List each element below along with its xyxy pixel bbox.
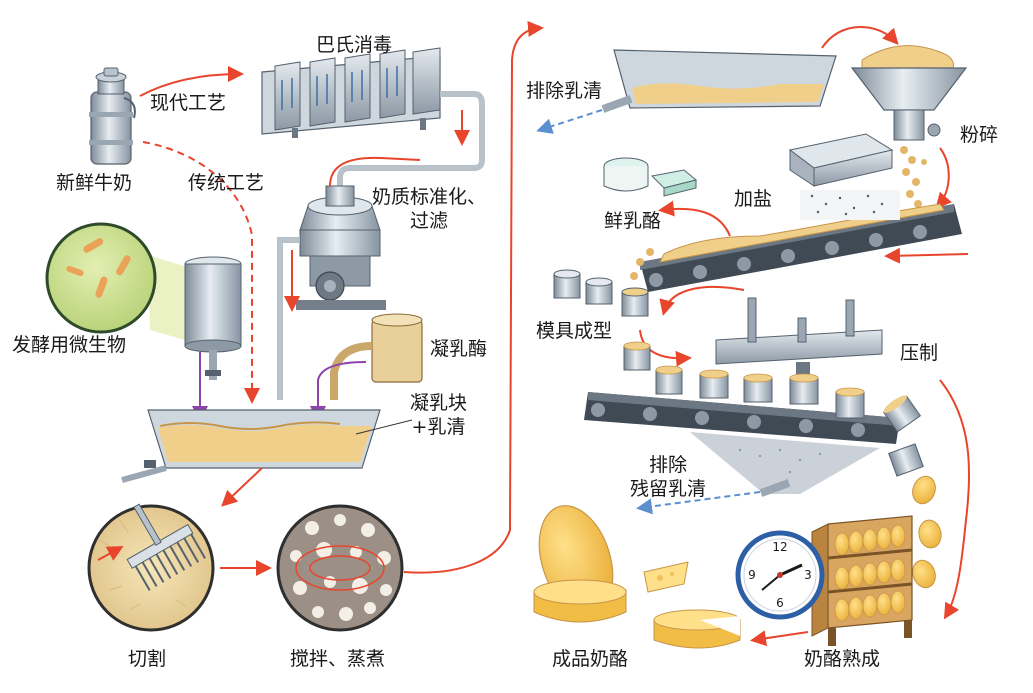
fresh-milk-label: 新鲜牛奶: [56, 172, 133, 194]
modern-process-arrow: [139, 66, 244, 97]
microbe-culture-icon: [45, 222, 206, 346]
clock-number-3: 3: [804, 568, 812, 582]
pipe: [337, 91, 485, 196]
curd-leader-line: [355, 419, 413, 435]
drain-whey-label: 排除乳清: [526, 80, 603, 102]
rennet-arrow: [310, 361, 367, 422]
rennet-label: 凝乳酶: [430, 338, 488, 360]
modern-process-label: 现代工艺: [150, 92, 227, 114]
fresh-cheese-arrow: [658, 200, 731, 237]
salt-hopper-icon: [788, 133, 900, 220]
clock-number-12: 12: [772, 540, 787, 554]
salt-label: 加盐: [734, 188, 773, 210]
whey-drain-funnel-icon: [690, 432, 880, 497]
flow-arrow-11: [939, 379, 971, 620]
stirring-cooking-label: 搅拌、蒸煮: [290, 648, 386, 670]
pasteurizer-icon: [261, 47, 441, 138]
standardize-filter-label: 奶质标准化、 过滤: [372, 186, 486, 234]
traditional-process-label: 传统工艺: [188, 172, 265, 194]
drain-residual-whey-label: 排除 残留乳清: [630, 454, 706, 502]
cutting-icon: [87, 503, 215, 632]
mill-hopper-icon: [850, 45, 968, 141]
separator-icon: [296, 185, 386, 310]
falling-cheese-icon: [888, 443, 942, 589]
pressing-conveyor-icon: [584, 341, 922, 444]
finished-cheese-icon: [533, 505, 741, 649]
flow-arrow-12: [750, 630, 809, 647]
flow-arrow-7: [935, 147, 952, 210]
standardize-label-line1: 奶质标准化、: [372, 186, 487, 208]
flow-arrow-9: [659, 286, 745, 316]
standardize-label-line2: 过滤: [410, 209, 449, 232]
curd-whey-label: 凝乳块 +乳清: [410, 392, 467, 440]
flow-arrow-6: [821, 26, 899, 49]
fresh-cheese-label: 鲜乳酪: [604, 210, 662, 232]
drain-residual-line2: 残留乳清: [630, 477, 707, 500]
starter-tank-icon: [184, 256, 242, 380]
milk-can-icon: [89, 67, 136, 165]
clock-icon: 12 3 6 9: [735, 530, 825, 620]
clock-number-9: 9: [748, 568, 756, 582]
finished-cheese-label: 成品奶酪: [552, 648, 629, 670]
press-label: 压制: [900, 342, 939, 364]
traditional-process-arrow: [142, 141, 260, 404]
clock-number-6: 6: [776, 596, 784, 610]
mill-label: 粉碎: [960, 124, 999, 146]
salting-conveyor-icon: [630, 203, 962, 292]
microbes-label: 发酵用微生物: [12, 334, 127, 356]
flow-arrow-4: [221, 467, 263, 507]
mold-label: 模具成型: [536, 320, 613, 342]
curd-label-line2: +乳清: [411, 415, 466, 438]
drain-residual-line1: 排除: [649, 454, 688, 476]
flow-arrow-10: [639, 329, 692, 367]
pasteurize-label: 巴氏消毒: [316, 34, 393, 56]
stirring-icon: [276, 504, 404, 632]
whey-drain-trough-icon: [601, 49, 837, 113]
cutting-label: 切割: [128, 648, 167, 670]
cheese-press-icon: [715, 297, 883, 382]
pipe-2: [277, 237, 300, 400]
cheese-molds-icon: [553, 269, 649, 317]
fresh-cheese-icon: [603, 157, 698, 197]
flow-arrow-2: [329, 156, 421, 187]
cheese-vat-icon: [121, 409, 381, 483]
ripening-label: 奶酪熟成: [804, 648, 881, 670]
whey-drain-arrow: [536, 109, 603, 134]
residual-whey-arrow: [636, 491, 761, 515]
flow-arrow-8: [884, 247, 969, 264]
ripening-shelf-icon: [811, 515, 913, 646]
curd-label-line1: 凝乳块: [410, 392, 468, 414]
long-flow-arrow: [403, 20, 544, 574]
rennet-container-icon: [330, 313, 423, 400]
